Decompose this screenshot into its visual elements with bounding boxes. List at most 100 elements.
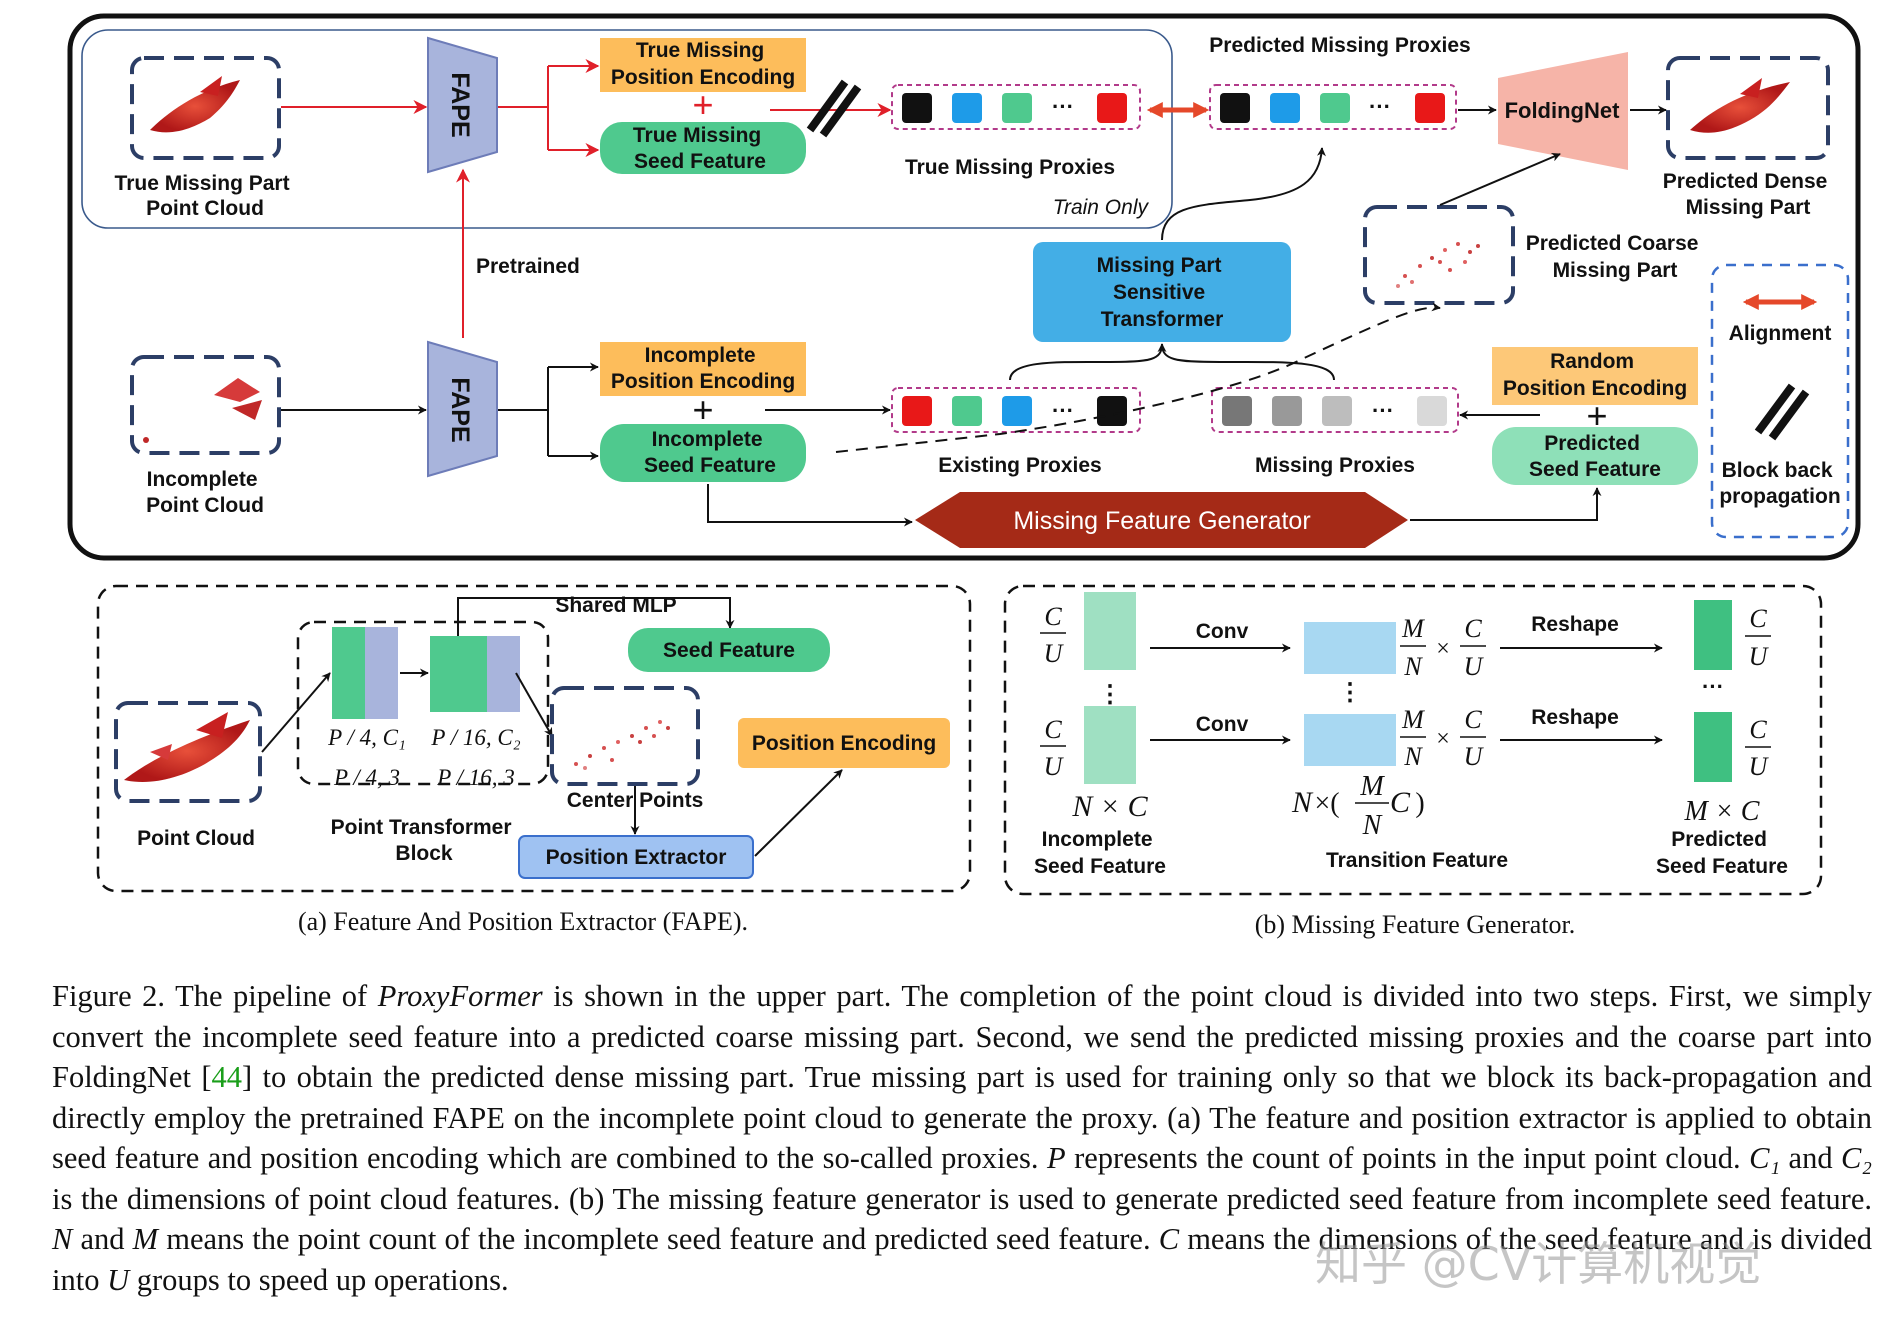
incomplete-cloud-label: Incomplete Point Cloud [146, 468, 264, 517]
svg-text:N: N [1403, 652, 1423, 681]
incomplete-cloud-frame [130, 355, 281, 455]
train-only-region [81, 29, 1173, 229]
transition-vdots: ⋮ [1338, 679, 1362, 706]
caption-var-c: C [1158, 1222, 1180, 1256]
existing-proxies-label: Existing Proxies [938, 454, 1101, 477]
random-position-encoding-label: Random Position Encoding [1503, 350, 1687, 400]
mpst-block [1033, 242, 1291, 342]
true-missing-part-frame [130, 56, 281, 160]
pretrained-label: Pretrained [476, 255, 580, 278]
plus-sign: + [692, 84, 713, 125]
svg-text:C: C [1464, 614, 1482, 643]
caption-text-6: is the dimensions of point cloud feature… [52, 1181, 1872, 1216]
panel-a-point-cloud-image [124, 712, 250, 783]
svg-text:U: U [1749, 642, 1770, 671]
caption-var-m: M [132, 1222, 159, 1256]
transition-block-top [1304, 622, 1396, 674]
svg-text:N: N [1362, 810, 1383, 841]
missing-proxies-label: Missing Proxies [1255, 454, 1415, 477]
center-points-image [574, 720, 670, 770]
arrow-fape-split-top [498, 65, 598, 151]
center-points-frame [550, 686, 700, 786]
caption-citation-link[interactable]: 44 [211, 1060, 242, 1094]
transition-top-fraction: M N × C U [1400, 614, 1486, 681]
position-extractor-label: Position Extractor [546, 846, 727, 869]
arrow-seed-to-mfg [707, 484, 913, 527]
conv-label-bottom: Conv [1196, 713, 1249, 736]
fape-top-block [427, 36, 498, 174]
predicted-dense-cloud-image [1690, 78, 1790, 133]
caption-var-c2: C₂ [1841, 1141, 1872, 1175]
svg-text:×: × [1436, 636, 1450, 662]
svg-text:U: U [1464, 652, 1485, 681]
input-group-top-fraction: C U [1040, 602, 1066, 668]
input-group-top-block [1084, 592, 1136, 670]
transition-block-bottom [1304, 714, 1396, 766]
missing-feature-generator-block [915, 492, 1408, 548]
true-missing-position-encoding-label: True Missing Position Encoding [611, 39, 795, 89]
plus-sign-bottom: + [692, 389, 713, 430]
panel-a-caption: (a) Feature And Position Extractor (FAPE… [298, 907, 748, 936]
input-group-vdots: ⋮ [1098, 681, 1122, 708]
ptb-stage2-feature [430, 636, 487, 712]
svg-text:C: C [1044, 602, 1062, 631]
foldingnet-label: FoldingNet [1505, 98, 1621, 123]
legend-block-mark [1754, 383, 1810, 441]
existing-token-black [1097, 396, 1127, 426]
true-missing-proxies-group [891, 84, 1141, 130]
svg-text:U: U [1044, 752, 1065, 781]
svg-text:N: N [1291, 786, 1314, 819]
svg-text:C: C [1749, 715, 1767, 744]
output-group-bottom-block [1694, 712, 1732, 782]
svg-text:U: U [1749, 752, 1770, 781]
true-missing-part-label: True Missing Part Point Cloud [115, 172, 296, 220]
svg-text:U: U [1044, 639, 1065, 668]
legend-box [1710, 263, 1850, 539]
ptb-stage1-coord [365, 627, 398, 719]
proxy-token-red [1097, 93, 1127, 123]
true-missing-seed-feature-label: True Missing Seed Feature [633, 124, 767, 173]
ptb-stage1-feature [332, 627, 365, 719]
foldingnet-block [1498, 52, 1628, 170]
random-position-encoding-box [1492, 347, 1698, 405]
watermark: 知乎 @CV计算机视觉 [1315, 1237, 1762, 1291]
svg-text:×: × [1436, 726, 1450, 752]
reshape-label-top: Reshape [1531, 613, 1619, 636]
arrow-to-center-points [515, 672, 553, 737]
arrow-cloud-to-ptb [261, 672, 331, 753]
position-extractor-box [518, 835, 754, 879]
caption-var-c1: C₁ [1749, 1141, 1781, 1175]
transition-dims: N ×( M N C ) [1291, 771, 1425, 841]
caption-text-2: is shown in the upper part. The completi… [52, 979, 1872, 1094]
panel-b-predicted-seed-label: Predicted Seed Feature [1656, 828, 1788, 878]
arrow-missing-to-mpst [1161, 343, 1335, 381]
figure-caption: Figure 2. The pipeline of ProxyFormer is… [52, 976, 1872, 1300]
transition-bottom-fraction: M N × C U [1400, 705, 1486, 771]
missing-token-4 [1417, 396, 1447, 426]
existing-ellipsis: ··· [1052, 398, 1074, 423]
ptb-stage2-bottom-dims: P / 16, 3 [436, 765, 515, 790]
predicted-dense-frame [1666, 56, 1830, 160]
svg-text:C: C [1390, 786, 1411, 819]
missing-proxies-group [1211, 387, 1459, 433]
incomplete-position-encoding-label: Incomplete Position Encoding [611, 344, 795, 393]
train-only-label: Train Only [1053, 196, 1150, 219]
predicted-coarse-cloud-image [1396, 242, 1480, 288]
caption-var-p: P [1047, 1141, 1066, 1175]
fape-top-label: FAPE [446, 72, 474, 137]
svg-text:×(: ×( [1314, 788, 1339, 819]
svg-text:U: U [1464, 742, 1485, 771]
existing-proxies-group [891, 387, 1141, 433]
point-transformer-block-label: Point Transformer Block [331, 816, 518, 865]
transition-feature-label: Transition Feature [1326, 849, 1508, 872]
proxy-token-blue [952, 93, 982, 123]
top-panel-border [67, 13, 1861, 561]
arrow-mpst-to-pred-proxies [1161, 147, 1326, 241]
incomplete-position-encoding-box [600, 342, 806, 396]
svg-text:M: M [1401, 614, 1425, 643]
conv-label-top: Conv [1196, 620, 1249, 643]
panel-a-point-cloud-frame [114, 701, 262, 803]
shared-mlp-arrow [457, 597, 735, 636]
plus-sign-right: + [1586, 395, 1607, 436]
